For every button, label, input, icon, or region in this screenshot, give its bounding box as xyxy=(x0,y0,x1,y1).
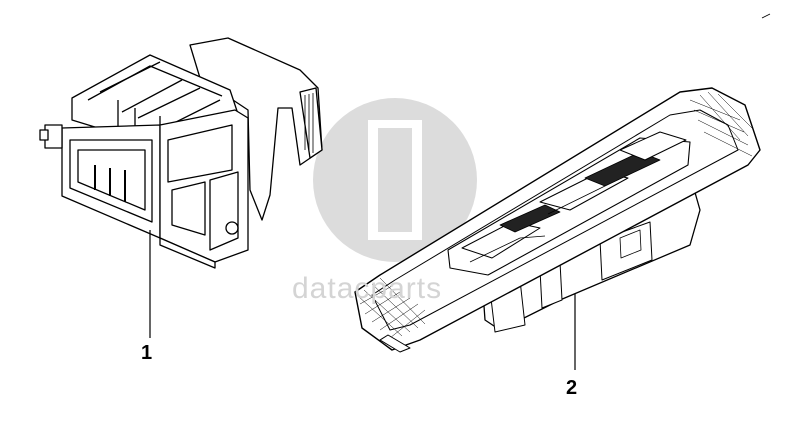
watermark-text: datacparts xyxy=(292,272,443,305)
corner-mark xyxy=(761,13,771,19)
callout-label-1: 1 xyxy=(141,342,153,364)
part-1-connector xyxy=(39,37,323,269)
watermark-logo xyxy=(313,98,477,262)
part-2-window-switch xyxy=(354,87,761,353)
callout-label-2: 2 xyxy=(566,377,578,399)
